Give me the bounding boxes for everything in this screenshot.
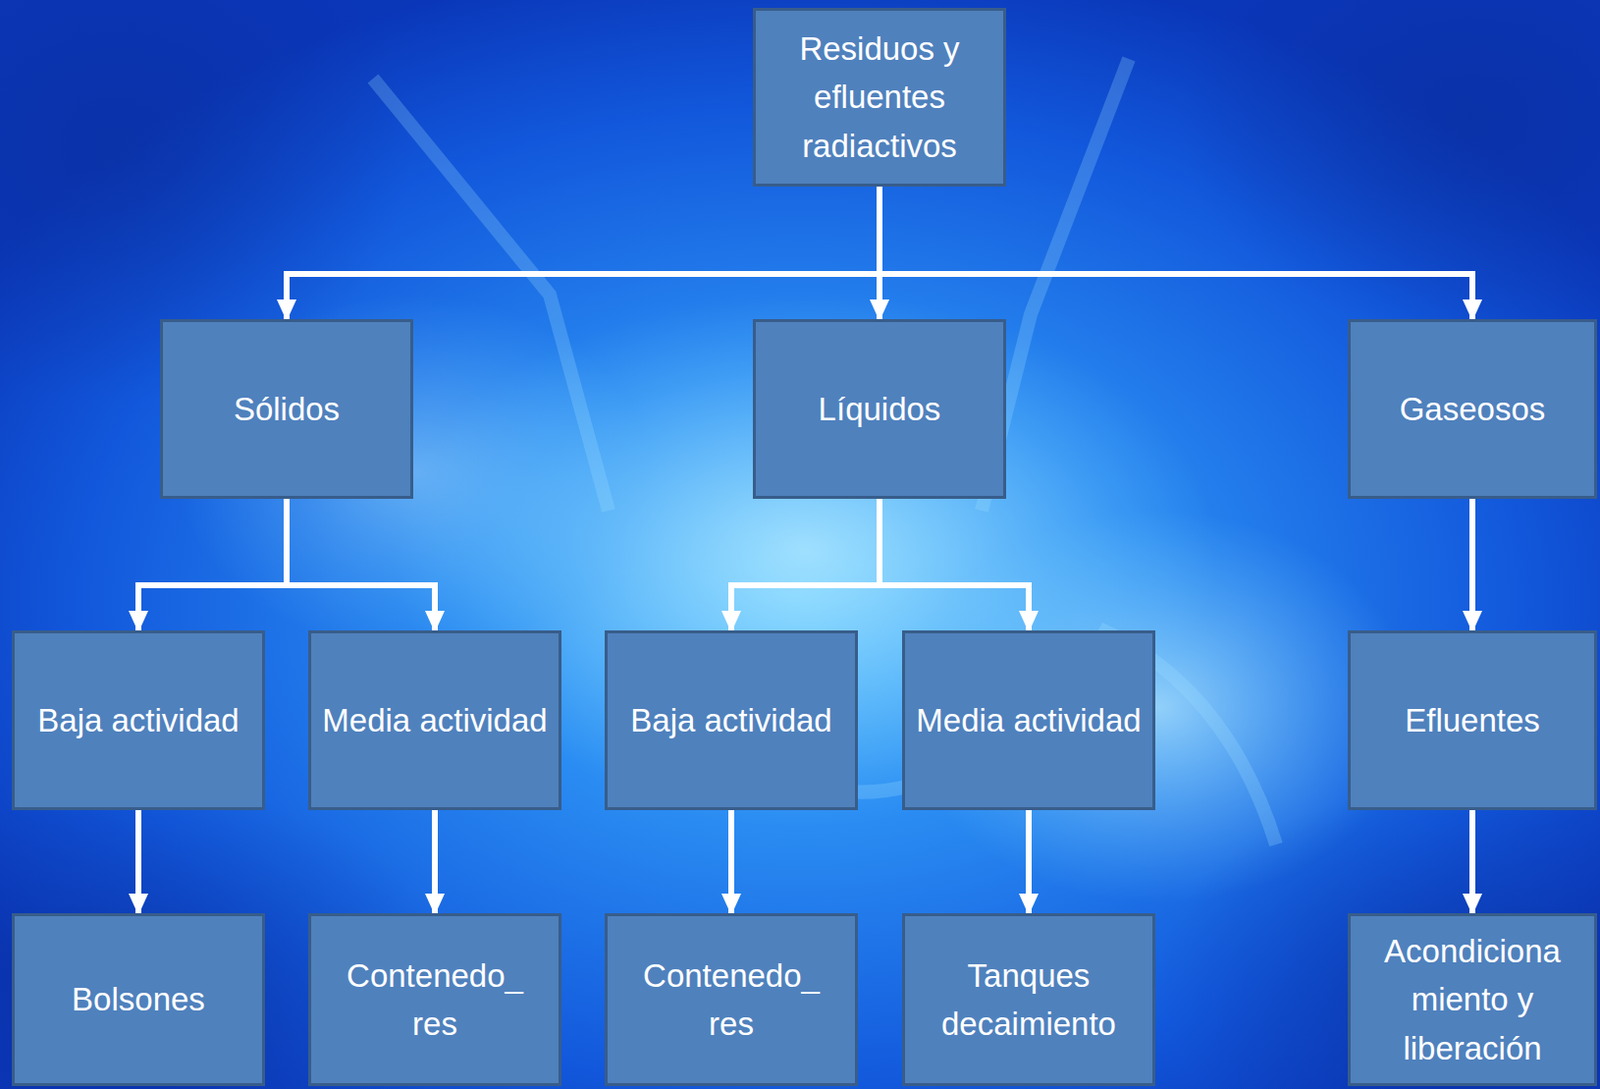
process-box: Baja actividad (11, 630, 266, 810)
arrow-connector (728, 809, 735, 913)
arrow-connector (731, 498, 880, 631)
arrow-connector (1025, 809, 1032, 913)
arrow-connector (286, 186, 880, 320)
process-box: Media actividad (902, 630, 1156, 810)
box-label: Media actividad (321, 695, 547, 746)
process-box: Media actividad (308, 630, 562, 810)
arrow-connector (879, 186, 1473, 320)
process-box: Líquidos (752, 319, 1007, 499)
box-label: Gaseosos (1399, 384, 1547, 434)
box-label: Efluentes (1404, 695, 1541, 746)
box-label: Acondiciona miento y liberación (1360, 926, 1585, 1073)
arrow-connector (286, 498, 435, 631)
arrow-connector (1469, 498, 1476, 631)
process-box: Contenedo_ res (308, 912, 562, 1086)
process-box: Tanques decaimiento (902, 912, 1156, 1086)
box-label: Contenedo_ res (320, 951, 549, 1049)
box-label: Contenedo_ res (617, 951, 846, 1049)
process-box: Sólidos (160, 319, 414, 499)
process-box: Contenedo_ res (604, 912, 858, 1086)
process-box: Residuos y efluentes radiactivos (752, 7, 1007, 187)
arrow-connector (431, 809, 438, 913)
box-label: Líquidos (818, 384, 942, 434)
box-label: Baja actividad (37, 695, 239, 746)
process-box: Gaseosos (1347, 319, 1598, 499)
arrow-connector (138, 498, 287, 631)
box-label: Tanques decaimiento (914, 951, 1143, 1049)
box-label: Media actividad (915, 695, 1141, 746)
box-label: Baja actividad (630, 695, 832, 746)
box-label: Residuos y efluentes radiactivos (765, 24, 994, 171)
arrow-connector (879, 498, 1029, 631)
process-box: Baja actividad (604, 630, 858, 810)
box-label: Sólidos (233, 384, 340, 434)
arrow-connector (1469, 809, 1476, 913)
process-box: Bolsones (11, 912, 266, 1086)
arrow-connector (135, 809, 142, 913)
process-box: Efluentes (1347, 630, 1598, 810)
process-box: Acondiciona miento y liberación (1347, 912, 1598, 1086)
box-label: Bolsones (71, 974, 206, 1024)
